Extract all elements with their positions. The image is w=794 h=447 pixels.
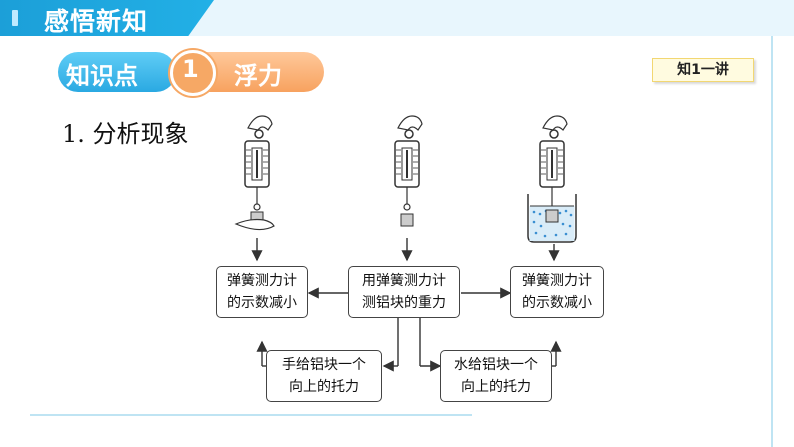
bottom-divider <box>30 414 472 416</box>
box-hand-support: 手给铝块一个 向上的托力 <box>266 350 382 402</box>
right-divider <box>771 36 773 447</box>
box-center-line2: 测铝块的重力 <box>362 295 446 311</box>
knowledge-point-number-badge <box>170 50 216 96</box>
box-center-line1: 用弹簧测力计 <box>362 273 446 289</box>
knowledge-point-number: 1 <box>182 55 199 83</box>
box-water-line2: 向上的托力 <box>461 379 531 395</box>
knowledge-point-topic: 浮力 <box>234 62 282 90</box>
lesson-tag: 知1一讲 <box>652 58 754 82</box>
box-right-line2: 的示数减小 <box>522 295 592 311</box>
box-water-support: 水给铝块一个 向上的托力 <box>440 350 552 402</box>
box-left-line2: 的示数减小 <box>227 295 297 311</box>
spring-scale-in-air <box>394 115 423 227</box>
box-right-line1: 弹簧测力计 <box>522 273 592 289</box>
box-left-result: 弹簧测力计 的示数减小 <box>216 266 308 318</box>
spring-scale-in-water <box>527 115 577 243</box>
box-water-line1: 水给铝块一个 <box>454 357 538 373</box>
knowledge-point-pill <box>58 52 176 92</box>
box-center-measure: 用弹簧测力计 测铝块的重力 <box>348 266 460 318</box>
knowledge-point-label: 知识点 <box>66 62 138 90</box>
page-title: 感悟新知 <box>44 7 149 36</box>
spring-scale-hand-support <box>234 115 275 231</box>
header-accent <box>12 10 18 26</box>
header-tab <box>0 0 214 36</box>
flow-arrows <box>251 238 562 372</box>
section-heading: 1. 分析现象 <box>62 120 189 148</box>
box-left-line1: 弹簧测力计 <box>227 273 297 289</box>
box-hand-line2: 向上的托力 <box>289 379 359 395</box>
box-right-result: 弹簧测力计 的示数减小 <box>510 266 604 318</box>
knowledge-point-topic-pill <box>196 52 324 92</box>
box-hand-line1: 手给铝块一个 <box>282 357 366 373</box>
